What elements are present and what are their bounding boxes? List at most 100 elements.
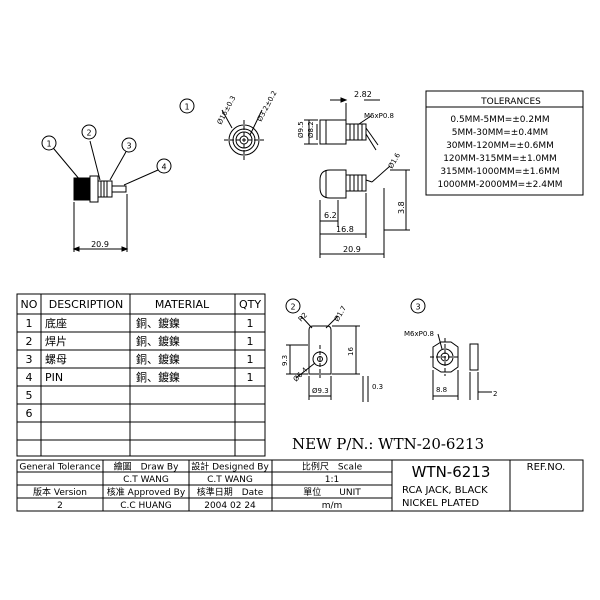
tolerance-row: 30MM-120MM=±0.6MM [446, 141, 554, 151]
bom-desc: 焊片 [45, 334, 67, 348]
tolerance-row: 315MM-1000MM=±1.6MM [440, 167, 559, 177]
designed-by-value: C.T WANG [207, 475, 253, 485]
bom-no: 6 [26, 407, 33, 420]
dim-20-9-assembly: 20.9 [91, 240, 109, 249]
bom-row: 2 焊片 銅、鍍鎳 1 [26, 334, 254, 348]
bom-mat: 銅、鍍鎳 [136, 334, 180, 348]
view-label: 3 [415, 303, 420, 312]
version-label: 版本 Version [33, 486, 87, 498]
bom-header: MATERIAL [155, 298, 210, 311]
callout-2-view: 2 [285, 298, 301, 314]
draw-by-value: C.T WANG [123, 475, 169, 485]
dim-2-82: 2.82 [354, 90, 372, 99]
callout-3-view: 3 [410, 298, 426, 314]
tolerance-row: 1000MM-2000MM=±2.4MM [437, 180, 562, 190]
dim-r2: R2 [297, 311, 309, 323]
bom-qty: 1 [247, 335, 254, 348]
bom-header: DESCRIPTION [49, 298, 123, 311]
bom-table [16, 293, 266, 457]
dim-16: 16 [347, 347, 355, 356]
assembly-view [48, 140, 159, 252]
bom-no: 3 [26, 353, 33, 366]
tolerance-table: TOLERANCES 0.5MM-5MM=±0.2MM 5MM-30MM=±0.… [425, 90, 584, 196]
thread-label-side: M6xP0.8 [364, 112, 394, 120]
draw-by-label: 繪圖 Draw By [114, 461, 180, 473]
date-label: 核準日期 Date [197, 486, 264, 498]
callout-1-assembly: 1 [41, 135, 57, 151]
bom-row: 4 PIN 銅、鍍鎳 1 [26, 370, 254, 384]
bom-header-row: NO DESCRIPTION MATERIAL QTY [21, 298, 262, 311]
scale-value: 1:1 [325, 475, 339, 485]
version-value: 2 [57, 501, 63, 511]
dim-dia-6-4: Ø6.4 [292, 366, 310, 384]
callout-label: 3 [126, 142, 131, 151]
bom-qty: 1 [247, 371, 254, 384]
ref-no-label: REF.NO. [527, 462, 566, 473]
new-part-number: NEW P/N.: WTN-20-6213 [292, 435, 484, 453]
bom-qty: 1 [247, 353, 254, 366]
dim-6-2: 6.2 [324, 211, 337, 220]
tolerance-row: 120MM-315MM=±1.0MM [443, 154, 557, 164]
callout-3-assembly: 3 [121, 137, 137, 153]
bom-desc: 螺母 [45, 353, 67, 366]
tolerance-row: 5MM-30MM=±0.4MM [452, 128, 548, 138]
approved-by-value: C.C HUANG [120, 501, 172, 511]
dim-16-8: 16.8 [336, 225, 354, 234]
scale-label: 比例尺 Scale [302, 461, 363, 473]
bom-row: 6 [26, 407, 33, 420]
bom-desc: 底座 [45, 316, 67, 330]
callout-label: 2 [86, 129, 91, 138]
bom-mat: 銅、鍍鎳 [136, 352, 180, 366]
dim-dia-3-2: Ø3.2±0.2 [256, 89, 279, 122]
part-description-1: RCA JACK, BLACK [402, 485, 488, 496]
dim-h-9-5: Ø9.5 [297, 121, 305, 138]
bom-no: 2 [26, 335, 33, 348]
callout-label: 4 [161, 163, 166, 172]
dim-dia-16: Ø16±0.3 [216, 94, 238, 125]
dim-3-8: 3.8 [397, 201, 406, 214]
tolerance-row: 0.5MM-5MM=±0.2MM [450, 115, 549, 125]
view-label: 1 [184, 103, 189, 112]
bom-row: 3 螺母 銅、鍍鎳 1 [26, 352, 254, 366]
bom-desc: PIN [45, 371, 63, 384]
dim-dia-1-7: Ø1.7 [333, 305, 348, 323]
date-value: 2004 02 24 [204, 501, 256, 511]
designed-by-label: 設計 Designed By [191, 461, 269, 473]
approved-by-label: 核准 Approved By [107, 486, 186, 498]
part-description-2: NICKEL PLATED [402, 498, 479, 509]
callout-label: 1 [46, 140, 51, 149]
dim-dia-1-6: Ø1.6 [387, 151, 403, 170]
part-number: WTN-6213 [412, 463, 491, 481]
title-block-text: General Tolerance 繪圖 Draw By 設計 Designed… [19, 461, 565, 512]
bom-header: NO [21, 298, 38, 311]
view-label: 2 [290, 303, 295, 312]
bom-mat: 銅、鍍鎳 [136, 370, 180, 384]
bom-no: 5 [26, 389, 33, 402]
unit-value: m/m [322, 501, 343, 511]
dim-h-8-2: Ø8.2 [307, 121, 315, 138]
thread-label-nut: M6xP0.8 [404, 330, 434, 338]
bom-row: 5 [26, 389, 33, 402]
callout-2-assembly: 2 [81, 124, 97, 140]
bom-no: 4 [26, 371, 33, 384]
dim-2: 2 [493, 390, 497, 398]
bom-header: QTY [239, 298, 261, 311]
detail-view-3 [430, 333, 492, 400]
title-block [16, 459, 584, 512]
front-view-1 [221, 109, 264, 160]
bom-mat: 銅、鍍鎳 [136, 316, 180, 330]
side-view-top [304, 97, 380, 151]
callout-1-view: 1 [179, 98, 195, 114]
bom-row: 1 底座 銅、鍍鎳 1 [26, 316, 254, 330]
callout-4-assembly: 4 [156, 158, 172, 174]
dim-0-3: 0.3 [372, 383, 383, 391]
dim-20-9-side: 20.9 [343, 245, 361, 254]
tolerance-title: TOLERANCES [480, 97, 541, 107]
bom-no: 1 [26, 317, 33, 330]
side-view-bottom [319, 165, 410, 258]
unit-label: 單位 UNIT [303, 486, 361, 498]
bom-qty: 1 [247, 317, 254, 330]
dim-8-8: 8.8 [436, 386, 447, 394]
dim-dia-9-3: Ø9.3 [312, 387, 329, 395]
